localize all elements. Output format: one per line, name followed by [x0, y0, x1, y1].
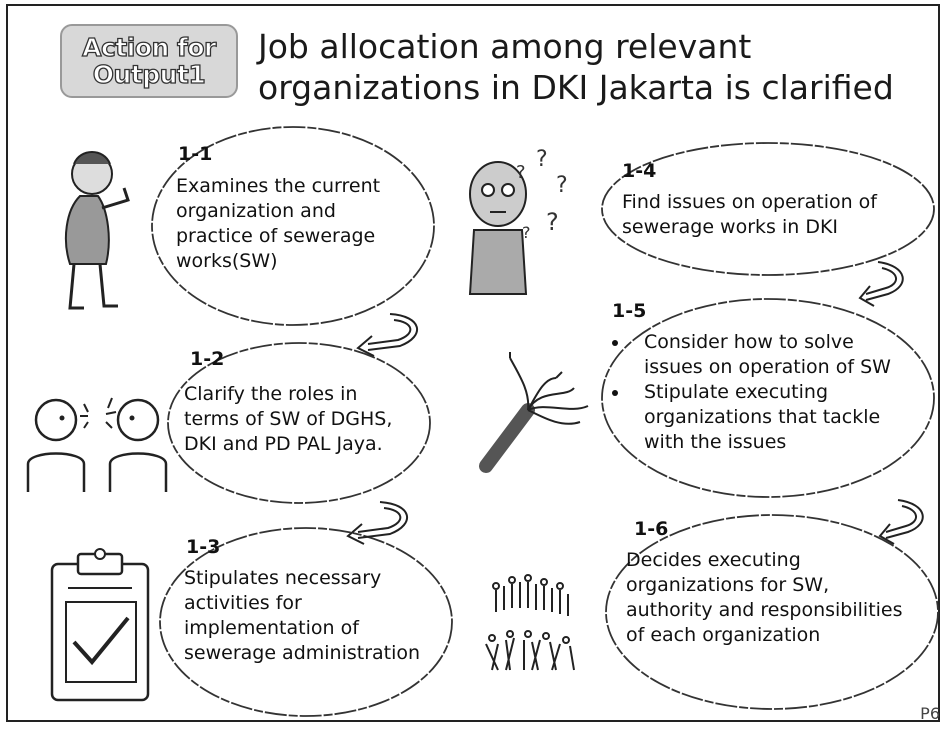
arrow-1-5-to-1-6-icon	[878, 499, 924, 545]
tangled-wires-icon	[479, 352, 589, 473]
step-1-5-bullet: Stipulate executing organizations that t…	[630, 380, 912, 455]
step-1-3-number: 1-3	[186, 536, 221, 558]
arrow-1-4-to-1-5-icon	[858, 261, 904, 307]
step-1-1-line: practice of sewerage	[176, 225, 376, 247]
step-1-3-line: implementation of	[184, 617, 359, 639]
step-1-6-outline	[605, 514, 939, 710]
step-1-3-text: Stipulates necessary activities for impl…	[184, 566, 446, 666]
step-1-6-number: 1-6	[634, 518, 669, 540]
step-1-2-line: terms of SW of DGHS,	[184, 408, 393, 430]
svg-text:?: ?	[546, 208, 559, 236]
step-1-5-text: Consider how to solve issues on operatio…	[612, 330, 912, 455]
step-1-2-line: DKI and PD PAL Jaya.	[184, 433, 383, 455]
page-number: P6	[920, 704, 940, 723]
group-of-people-icon	[485, 574, 575, 671]
step-1-3-ellipse	[156, 524, 456, 720]
step-1-5-outline	[601, 298, 935, 498]
slide-frame	[6, 4, 940, 722]
step-1-6-line: of each organization	[626, 624, 821, 646]
step-1-4-ellipse	[598, 140, 938, 278]
step-1-1-line: works(SW)	[176, 250, 278, 272]
step-1-2-line: Clarify the roles in	[184, 383, 358, 405]
step-1-4-outline	[601, 142, 935, 276]
step-1-6-line: Decides executing	[626, 549, 801, 571]
step-1-2-ellipse	[164, 340, 434, 506]
thinking-person-icon	[64, 151, 130, 310]
step-1-4-text: Find issues on operation of sewerage wor…	[622, 190, 922, 240]
step-1-6-text: Decides executing organizations for SW, …	[626, 548, 934, 648]
svg-text:?: ?	[516, 162, 526, 183]
badge-line-2: Output1	[92, 60, 206, 89]
arrow-1-2-to-1-3-icon	[346, 501, 409, 545]
step-1-1-outline	[151, 126, 435, 326]
step-1-2-outline	[167, 342, 431, 504]
svg-text:?: ?	[536, 147, 548, 172]
step-1-5-ellipse	[598, 296, 938, 500]
svg-text:?: ?	[522, 223, 531, 242]
checklist-clipboard-icon	[50, 548, 150, 702]
step-1-2-text: Clarify the roles in terms of SW of DGHS…	[184, 382, 420, 457]
step-1-6-ellipse	[602, 512, 942, 712]
step-1-1-text: Examines the current organization and pr…	[176, 174, 416, 274]
step-1-6-line: organizations for SW,	[626, 574, 830, 596]
title-line-2: organizations in DKI Jakarta is clarifie…	[258, 68, 894, 107]
step-1-1-ellipse	[148, 124, 438, 328]
step-1-1-line: Examines the current	[176, 175, 381, 197]
step-1-3-line: Stipulates necessary	[184, 567, 382, 589]
step-1-1-number: 1-1	[178, 143, 213, 165]
badge-line-1: Action for	[81, 33, 217, 62]
step-1-1-line: organization and	[176, 200, 336, 222]
arrow-1-1-to-1-2-icon	[356, 313, 419, 357]
step-1-4-line: Find issues on operation of	[622, 191, 877, 213]
step-1-3-line: activities for	[184, 592, 302, 614]
action-badge: Action for Output1	[60, 24, 238, 98]
step-1-5-number: 1-5	[612, 300, 647, 322]
page-title: Job allocation among relevant organizati…	[258, 26, 918, 108]
two-people-talking-icon	[26, 397, 168, 492]
svg-text:?: ?	[556, 173, 568, 198]
step-1-4-number: 1-4	[622, 160, 657, 182]
confused-person-icon: ? ? ? ? ?	[468, 147, 568, 295]
step-1-5-bullet: Consider how to solve issues on operatio…	[630, 330, 912, 380]
step-1-4-line: sewerage works in DKI	[622, 216, 839, 238]
step-1-3-outline	[159, 527, 453, 717]
step-1-3-line: sewerage administration	[184, 642, 421, 664]
step-1-2-number: 1-2	[190, 348, 225, 370]
step-1-6-line: authority and responsibilities	[626, 599, 903, 621]
title-line-1: Job allocation among relevant	[258, 27, 752, 66]
